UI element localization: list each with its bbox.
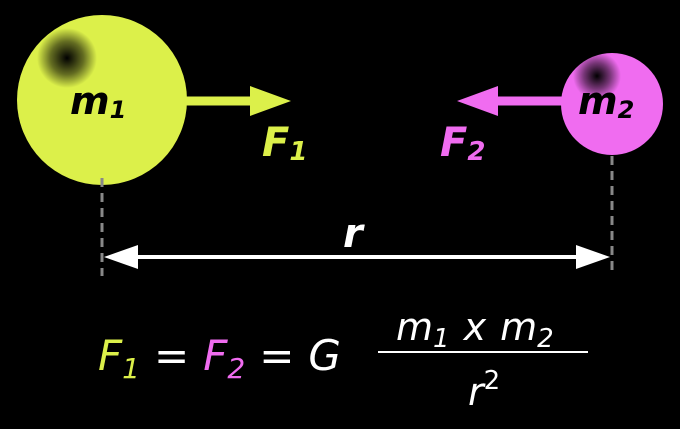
mass-1-subscript: 1 — [110, 96, 127, 124]
force-1-arrow — [186, 86, 291, 116]
distance-head-right — [576, 245, 610, 269]
distance-head-left — [104, 245, 138, 269]
numerator-m2-subscript: 2 — [537, 324, 554, 354]
mass-2-label: m2 — [578, 79, 634, 124]
mass-1-label: m1 — [70, 79, 126, 124]
equation-lhs: F1=F2=G — [98, 331, 341, 385]
force-2-arrow — [457, 86, 562, 116]
numerator-m1-subscript: 1 — [433, 324, 450, 354]
mass-1-shading — [37, 28, 97, 88]
mass-1-body: m1 — [17, 15, 187, 185]
force-1-label: F1 — [262, 120, 307, 167]
equation-denominator: r2 — [468, 366, 500, 414]
distance-arrow — [104, 245, 610, 269]
distance-label: r — [343, 211, 365, 257]
equation-constant-g: G — [308, 331, 341, 380]
equation-equals-1: = — [154, 331, 189, 380]
force-2-label: F2 — [440, 120, 485, 167]
force-2-head — [457, 86, 498, 116]
equation-equals-2: = — [259, 331, 294, 380]
equation-f1: F — [98, 331, 123, 380]
force-1-head — [250, 86, 291, 116]
denominator-exponent: 2 — [484, 366, 501, 396]
equation-f1-subscript: 1 — [122, 352, 140, 385]
mass-2-shading — [573, 52, 621, 100]
mass-2-body: m2 — [561, 52, 663, 155]
numerator-times: x — [463, 305, 487, 349]
force-2-subscript: 2 — [467, 137, 485, 167]
force-1-subscript: 1 — [289, 137, 307, 167]
equation-f2-subscript: 2 — [227, 352, 245, 385]
mass-2-subscript: 2 — [618, 96, 635, 124]
equation-f2: F — [203, 331, 228, 380]
